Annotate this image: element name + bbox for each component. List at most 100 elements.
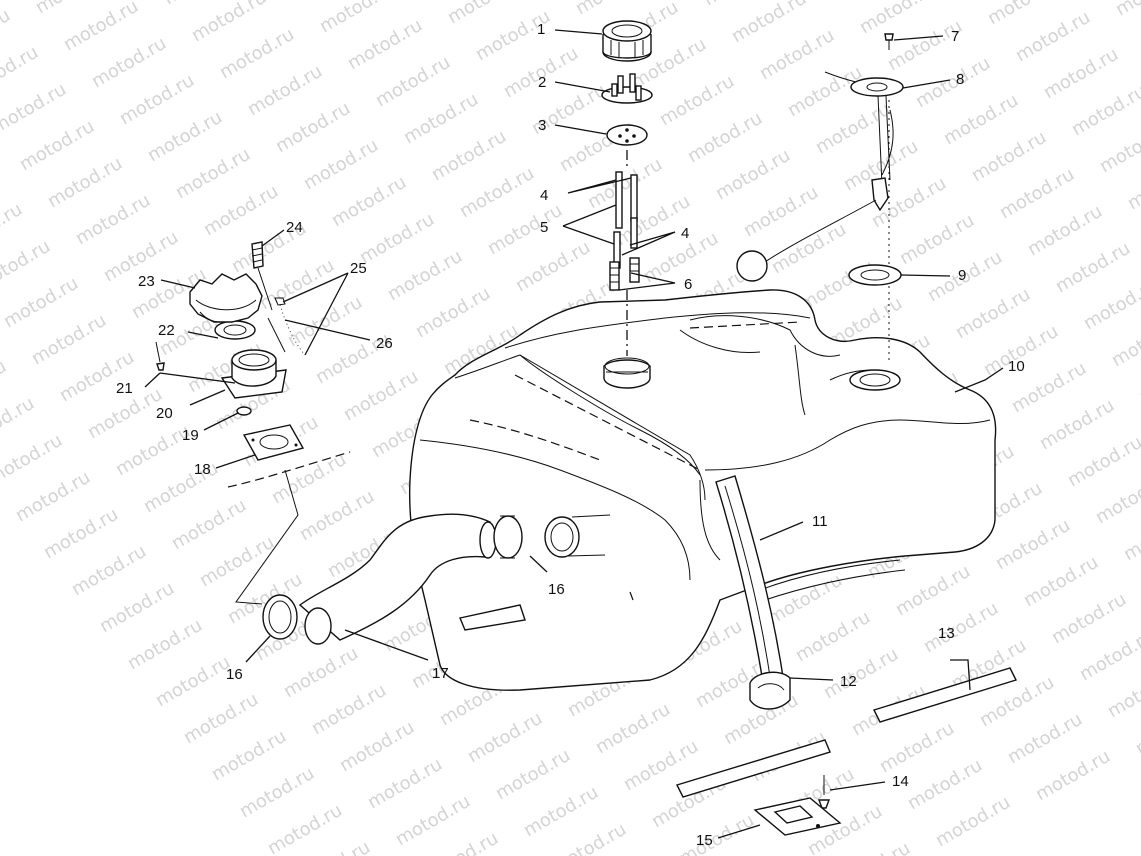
watermark-text: motod.ru (812, 99, 894, 158)
watermark-text: motod.ru (328, 172, 410, 231)
callout-18: 18 (194, 461, 211, 478)
callout-11: 11 (812, 513, 828, 530)
watermark-text: motod.ru (216, 24, 298, 83)
watermark-text: motod.ru (1092, 469, 1141, 528)
callout-12: 12 (840, 673, 857, 690)
watermark-text: motod.ru (180, 689, 262, 748)
watermark-text: motod.ru (344, 15, 426, 74)
watermark-text: motod.ru (268, 449, 350, 508)
leader-lines (144, 29, 1004, 839)
watermark-text: motod.ru (876, 718, 958, 777)
fuel-gauge-sender (736, 71, 904, 360)
callout-9: 9 (958, 267, 966, 284)
watermark-text: motod.ru (40, 504, 122, 563)
watermark-text: motod.ru (336, 717, 418, 776)
watermark-text: motod.ru (584, 154, 666, 213)
watermark-text: motod.ru (992, 515, 1074, 574)
callout-15: 15 (696, 832, 713, 849)
clamp (262, 594, 298, 640)
bracket (753, 797, 842, 836)
watermark-text: motod.ru (56, 347, 138, 406)
watermark-text: motod.ru (684, 108, 766, 167)
fuel-tank (408, 289, 997, 691)
callout-25: 25 (350, 260, 367, 277)
watermark-text: motod.ru (1068, 81, 1141, 140)
callout-24: 24 (286, 219, 303, 236)
watermark-text: motod.ru (12, 467, 94, 526)
pickup-tubes (609, 171, 640, 291)
watermark-text: motod.ru (912, 53, 994, 112)
watermark-text: motod.ru (1112, 0, 1141, 20)
screw (155, 341, 165, 371)
vent-fitting (251, 241, 273, 311)
callout-2: 2 (538, 74, 546, 91)
callout-8: 8 (956, 71, 964, 88)
watermark-text: motod.ru (592, 699, 674, 758)
watermark-text: motod.ru (300, 135, 382, 194)
watermark-text: motod.ru (740, 182, 822, 241)
filler-neck (220, 349, 287, 399)
watermark-text: motod.ru (208, 726, 290, 785)
watermark-text: motod.ru (952, 284, 1034, 343)
watermark-text: motod.ru (676, 810, 758, 856)
callout-labels: 1 2 3 4 5 4 6 7 8 9 10 11 12 13 14 15 16… (116, 21, 1025, 849)
watermark-text: motod.ru (1012, 7, 1094, 66)
callout-7: 7 (951, 28, 959, 45)
watermark-text: motod.ru (72, 190, 154, 249)
watermark-text: motod.ru (1064, 432, 1141, 491)
watermark-text: motod.ru (296, 486, 378, 545)
watermark-text: motod.ru (172, 144, 254, 203)
callout-10: 10 (1008, 358, 1025, 375)
callout-21: 21 (116, 380, 133, 397)
watermark-text: motod.ru (932, 792, 1014, 851)
filler-cap (189, 273, 263, 323)
watermark-text: motod.ru (1024, 201, 1106, 260)
watermark-text: motod.ru (756, 25, 838, 84)
watermark-text: motod.ru (44, 153, 126, 212)
gasket (242, 424, 305, 461)
watermark-text: motod.ru (484, 200, 566, 259)
callout-16a: 16 (548, 581, 565, 598)
watermark-text: motod.ru (88, 33, 170, 92)
watermark-text: motod.ru (124, 615, 206, 674)
seal (214, 320, 256, 340)
watermark-text: motod.ru (1096, 118, 1141, 177)
fuel-pickup-fitting (601, 73, 653, 104)
clamp (493, 515, 523, 559)
watermark-text: motod.ru (364, 754, 446, 813)
watermark-text: motod.ru (236, 763, 318, 822)
callout-16b: 16 (226, 666, 243, 683)
watermark-text: motod.ru (264, 800, 346, 856)
callout-4: 4 (540, 187, 548, 204)
watermark-text: motod.ru (1004, 709, 1086, 768)
watermark-text: motod.ru (144, 107, 226, 166)
watermark-text: motod.ru (200, 181, 282, 240)
watermark-text: motod.ru (920, 598, 1002, 657)
chain (274, 297, 306, 356)
watermark-text: motod.ru (68, 541, 150, 600)
watermark-text: motod.ru (272, 98, 354, 157)
filler-hose (298, 513, 497, 645)
watermark-text: motod.ru (244, 61, 326, 120)
watermark-text: motod.ru (1040, 44, 1122, 103)
watermark-text: motod.ru (1020, 552, 1102, 611)
callout-13: 13 (938, 625, 955, 642)
callout-1: 1 (537, 21, 545, 38)
watermark-text: motod.ru (492, 745, 574, 804)
watermark-text: motod.ru (1080, 275, 1141, 334)
watermark-text: motod.ru (308, 680, 390, 739)
watermark-text: motod.ru (820, 644, 902, 703)
watermark-text: motod.ru (28, 310, 110, 369)
watermark-text: motod.ru (1048, 589, 1130, 648)
watermark-text: motod.ru (768, 219, 850, 278)
callout-6: 6 (684, 276, 692, 293)
watermark-text: motod.ru (400, 89, 482, 148)
watermark-text: motod.ru (656, 71, 738, 130)
watermark-text: motod.ru (412, 283, 494, 342)
watermark-text: motod.ru (196, 532, 278, 591)
watermark-text: motod.ru (884, 16, 966, 75)
watermark-text: motod.ru (456, 163, 538, 222)
fuel-cap (602, 20, 652, 62)
watermark-text: motod.ru (968, 127, 1050, 186)
watermark-text: motod.ru (1052, 238, 1134, 297)
